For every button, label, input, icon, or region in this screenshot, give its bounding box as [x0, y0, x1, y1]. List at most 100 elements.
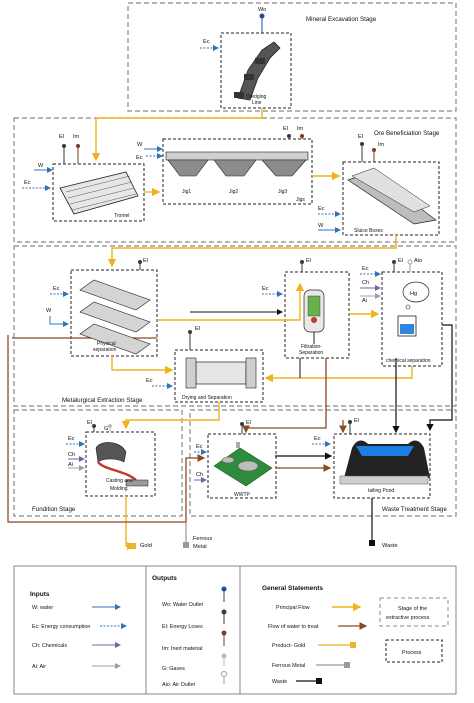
legend-general-title: General Statements — [262, 585, 323, 592]
legend-process-box — [385, 639, 443, 663]
sluice-boxes-illustration: Sluice Boxes El Im Ec W — [318, 134, 437, 234]
stage-label-ore: Ore Beneficiation Stage — [374, 130, 440, 137]
tromel-illustration: Tromel El Im W Ec — [22, 134, 139, 219]
dredging-line-illustration: Wo Ec Dredging Line — [200, 7, 281, 106]
physical-separation-box — [70, 269, 158, 357]
stage-label-fundition: Fundition Stage — [32, 506, 76, 513]
jigs-w-label: W — [137, 142, 143, 148]
jigs-ec-label: Ec — [136, 155, 143, 161]
gold-terminal — [130, 543, 136, 549]
gold-output-label: Gold — [140, 543, 152, 549]
drying-illustration: Drying and Separation El Ec — [146, 326, 257, 401]
sluice-ec-label: Ec — [318, 206, 325, 212]
waste-lines — [275, 324, 453, 540]
legend-product-gold: Product- Gold — [272, 643, 305, 649]
filtration-ec-label: Ec — [262, 286, 269, 292]
legend-stage-box-label-1: Stage of the — [398, 606, 427, 612]
tromel-el-label: El — [59, 134, 64, 140]
casting-ec-label: Ec — [68, 436, 75, 442]
filtration-label-2: Separation — [299, 350, 323, 356]
legend-ferrous-metal: Ferrous Metal — [272, 663, 305, 669]
physical-label-2: separation — [93, 347, 117, 353]
physical-ec-label: Ec — [53, 286, 60, 292]
stage-label-waste-treatment: Waste Treatment Stage — [382, 506, 447, 513]
jig1-label: Jig1 — [182, 189, 191, 195]
wwtp-illustration: WWTP El Ec Ch — [194, 420, 273, 498]
sluice-im-label: Im — [378, 142, 385, 148]
legend-waste: Waste — [272, 679, 287, 685]
casting-label-2: Molding — [110, 486, 128, 492]
tailing-pond-box — [333, 433, 431, 499]
physical-el-label: El — [143, 258, 148, 264]
process-boxes — [52, 32, 443, 499]
chemical-ai-label: Ai — [362, 298, 367, 304]
wwtp-label: WWTP — [234, 492, 250, 498]
chemical-label: chemical separation — [386, 358, 431, 364]
sluice-w-label: W — [318, 223, 324, 229]
dredging-ec-label: Ec — [203, 39, 210, 45]
ferrous-output-label-2: Metal — [193, 544, 207, 550]
casting-ai-label: Ai — [68, 462, 73, 468]
legend-principal-flow: Principal Flow — [276, 605, 310, 611]
legend-input-chemicals: Ch: Chemicals — [32, 643, 67, 649]
legend-inputs-title: Inputs — [30, 591, 50, 598]
waste-terminal — [369, 540, 375, 546]
casting-box — [85, 431, 156, 497]
wwtp-box — [207, 433, 277, 499]
chemical-ec-label: Ec — [362, 266, 369, 272]
sluice-boxes-label: Sluice Boxes — [354, 228, 383, 234]
metallurgical-extraction-stage-box — [13, 245, 457, 407]
chemical-separation-illustration: Hg chemical separation El Aio Ec Ch Ai — [360, 258, 431, 364]
legend-outputs-title: Outputs — [152, 575, 177, 582]
physical-separation-illustration: Physical separation El Ec W — [46, 258, 151, 355]
tailing-pond-illustration: tailing Pond El Ec — [312, 418, 430, 494]
legend-output-wo: Wo: Water Outlet — [162, 602, 204, 608]
tromel-ec-label: Ec — [24, 180, 31, 186]
hg-label: Hg — [410, 291, 417, 297]
legend-output-im: Im: Inert material — [162, 646, 202, 652]
dredging-line-box — [220, 32, 292, 109]
sluice-boxes-box — [342, 161, 440, 236]
stage-label-mineral: Mineral Excavation Stage — [306, 16, 377, 23]
legend-stage-box — [379, 597, 449, 627]
wwtp-ec-label: Ec — [196, 444, 203, 450]
tailing-pond-label: tailing Pond — [368, 488, 394, 494]
legend-stage-box-label-2: extractive process — [386, 615, 430, 621]
chemical-el-label: El — [398, 258, 403, 264]
casting-g-label: G — [104, 426, 108, 432]
fundition-stage-box — [13, 409, 183, 517]
legend-output-el: El: Energy Loses — [162, 624, 203, 630]
legend: Inputs W: water Ec: Energy consumption C… — [13, 565, 457, 695]
legend-input-water: W: water — [32, 605, 53, 611]
waste-output-label: Waste — [382, 543, 398, 549]
drying-label: Drying and Separation — [182, 395, 232, 401]
waste-treatment-stage-box — [189, 409, 457, 517]
dredging-line-label-2: Line — [252, 100, 262, 106]
jigs-im-label: Im — [297, 126, 304, 132]
chemical-aio-label: Aio — [414, 258, 422, 264]
legend-output-g: G: Gases — [162, 666, 185, 672]
jigs-illustration: Jig1 Jig2 Jig3 Jigs El Im W Ec — [136, 126, 309, 203]
ferrous-output-label-1: Ferrous — [193, 536, 212, 542]
ferrous-terminal — [183, 542, 189, 548]
jigs-el-label: El — [283, 126, 288, 132]
sluice-el-label: El — [358, 134, 363, 140]
legend-output-aio: Aio: Air Outlet — [162, 682, 195, 688]
tromel-label: Tromel — [114, 213, 129, 219]
jigs-box — [162, 138, 313, 205]
tromel-im-label: Im — [73, 134, 80, 140]
jig2-label: Jig2 — [229, 189, 238, 195]
dredging-wo-label: Wo — [258, 7, 266, 13]
stage-boxes — [13, 2, 457, 517]
tromel-w-label: W — [38, 163, 44, 169]
drying-el-label: El — [195, 326, 200, 332]
tailing-ec-label: Ec — [314, 436, 321, 442]
physical-label-1: Physical — [97, 341, 116, 347]
filtration-label-1: Filtration- — [301, 344, 322, 350]
mineral-excavation-stage-box — [127, 2, 457, 112]
legend-water-to-treat: Flow of water to treat — [268, 624, 319, 630]
casting-ch-label: Ch — [68, 452, 75, 458]
casting-illustration: Casting and Molding El G Ec Ch Ai — [66, 420, 149, 492]
casting-el-label: El — [87, 420, 92, 426]
